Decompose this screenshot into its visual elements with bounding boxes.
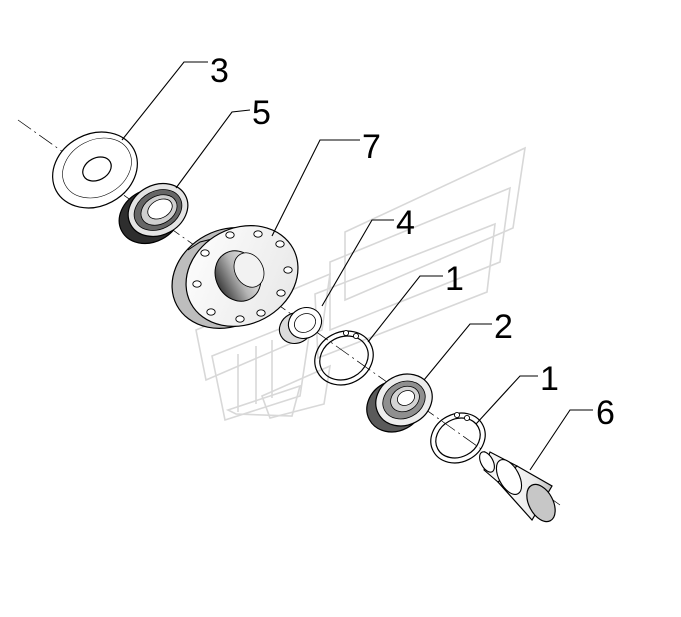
part-1-circlip-upper bbox=[314, 329, 374, 386]
leader-1-lower bbox=[475, 375, 538, 425]
callout-6: 6 bbox=[596, 394, 615, 432]
callout-7: 7 bbox=[362, 128, 381, 166]
leader-4 bbox=[321, 219, 394, 307]
callout-4: 4 bbox=[396, 204, 415, 242]
callout-5: 5 bbox=[252, 94, 271, 132]
callout-1-lower: 1 bbox=[540, 360, 559, 398]
part-5-seal bbox=[118, 182, 189, 245]
part-3-washer bbox=[52, 131, 138, 209]
part-6-pin bbox=[479, 451, 556, 523]
part-4-spacer bbox=[278, 306, 323, 345]
callout-2: 2 bbox=[494, 308, 513, 346]
leader-5 bbox=[175, 109, 251, 189]
part-7-hub bbox=[171, 225, 299, 329]
leader-lines bbox=[121, 61, 593, 471]
callout-3: 3 bbox=[210, 52, 229, 90]
part-2-bearing bbox=[366, 373, 433, 433]
callout-1-upper: 1 bbox=[445, 260, 464, 298]
leader-6 bbox=[529, 409, 593, 471]
leader-7 bbox=[271, 139, 360, 237]
leader-3 bbox=[121, 61, 208, 141]
leader-1-upper bbox=[367, 275, 443, 343]
callout-labels: 3 5 7 4 1 2 1 6 bbox=[210, 52, 615, 432]
leader-2 bbox=[423, 323, 492, 381]
part-1-circlip-lower bbox=[430, 411, 486, 464]
